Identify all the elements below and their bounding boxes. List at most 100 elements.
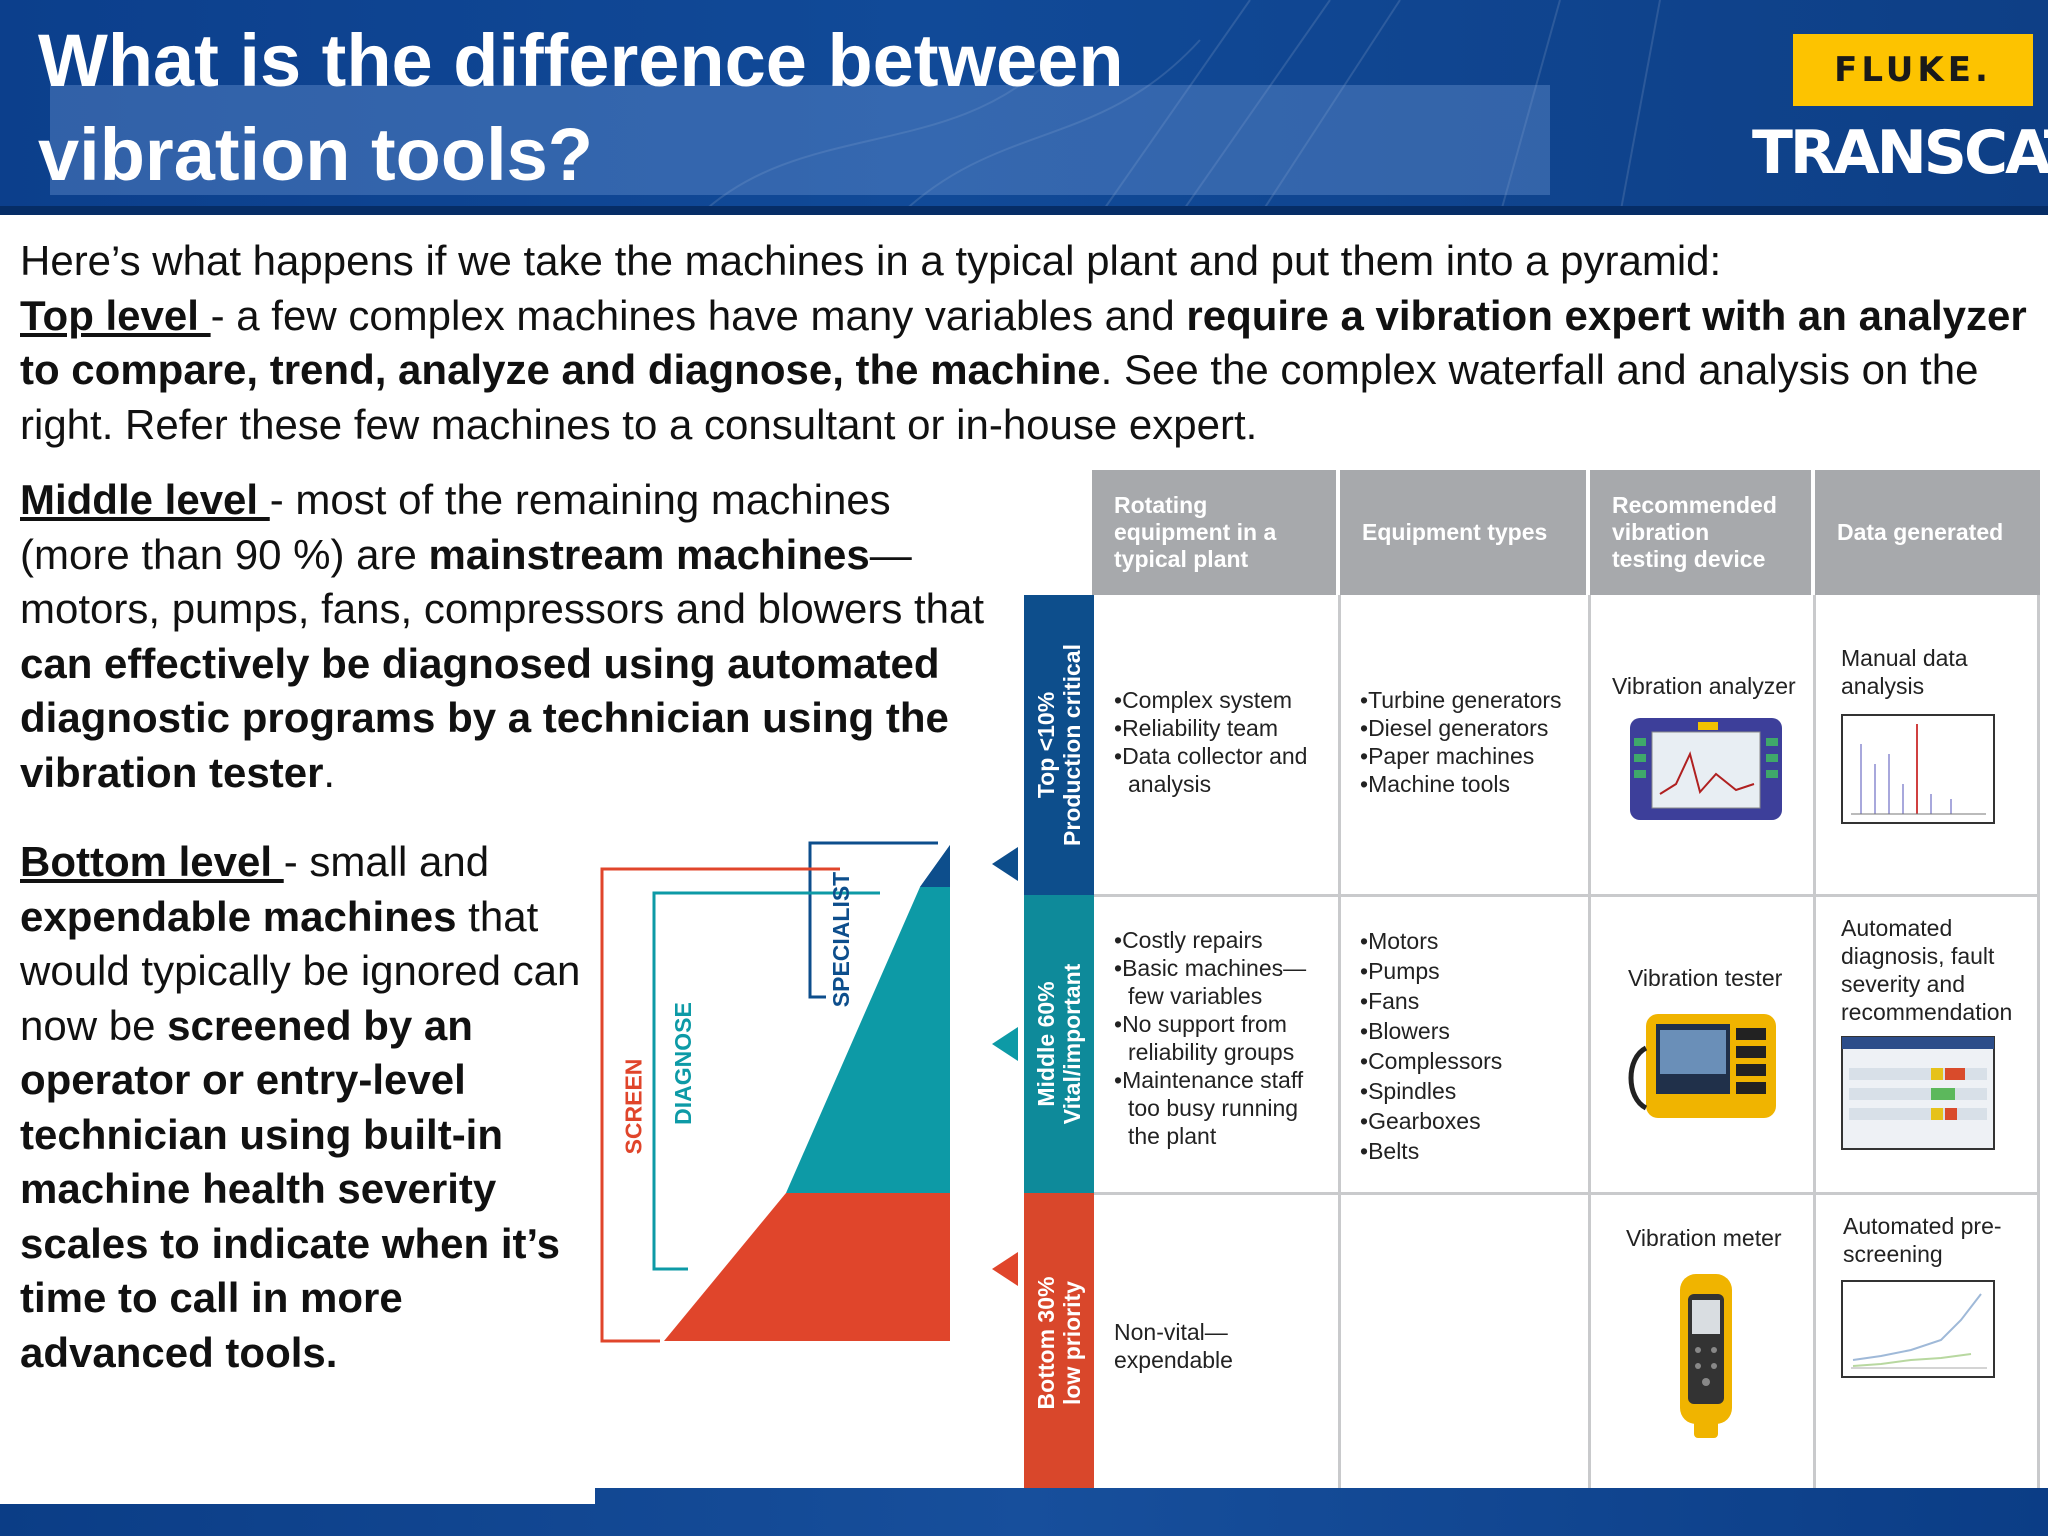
list-item: Turbine generators	[1360, 686, 1585, 714]
vibration-tester-image	[1628, 1014, 1776, 1118]
header-band: What is the difference between vibration…	[0, 0, 2048, 215]
transcat-logo: TRANSCAT	[1752, 118, 2048, 188]
header-background-pattern	[699, 0, 1661, 215]
list-item: No support from reliability groups	[1114, 1010, 1334, 1066]
header-highlight	[50, 85, 1550, 195]
list-item: Complessors	[1360, 1046, 1585, 1076]
header-data-generated: Data generated	[1815, 470, 2040, 595]
specialist-bracket	[808, 841, 938, 999]
header-divider	[0, 206, 2048, 215]
row-divider	[1092, 1192, 2040, 1195]
bottom-arrow	[992, 1252, 1018, 1286]
list-item: Paper machines	[1360, 742, 1585, 770]
screen-label: SCREEN	[620, 1058, 647, 1155]
header-rotating-equipment: Rotating equipment in a typical plant	[1092, 470, 1340, 595]
bottom-level-paragraph: Bottom level - small and expendable mach…	[20, 835, 595, 1380]
bottom-level-bold: expendable machines	[20, 892, 457, 940]
fluke-logo-text: FLUKE.	[1834, 50, 1992, 90]
automated-diagnosis-image	[1841, 1036, 1995, 1150]
middle-arrow	[992, 1027, 1018, 1061]
screen-bracket	[600, 867, 840, 1343]
top-arrow	[992, 847, 1018, 881]
middle-level-text: - most of the remaining machines (more t…	[20, 476, 891, 578]
header-equipment-types: Equipment types	[1340, 470, 1590, 595]
top-level-label: Top level	[20, 291, 211, 339]
list-item: Gearboxes	[1360, 1106, 1585, 1136]
bottom-priority-band: Bottom 30%low priority	[1024, 1193, 1094, 1492]
bottom-row-data: Automated pre-screening	[1843, 1213, 2002, 1267]
middle-priority-label: Middle 60%Vital/important	[1033, 964, 1085, 1125]
bottom-level-label: Bottom level	[20, 838, 284, 885]
middle-row-types: Motors Pumps Fans Blowers Complessors Sp…	[1360, 926, 1585, 1166]
intro-paragraph: Here’s what happens if we take the machi…	[20, 234, 2030, 452]
list-item: Blowers	[1360, 1016, 1585, 1046]
bottom-level-bold-2: screened by an operator or entry-level t…	[20, 1001, 560, 1376]
top-level-text-2: . See the complex waterfall and analysis…	[20, 346, 1979, 448]
top-band-line2: Production critical	[1059, 644, 1085, 846]
bottom-priority-label: Bottom 30%low priority	[1033, 1276, 1085, 1409]
top-level-bold: require a vibration expert with an analy…	[20, 291, 2027, 394]
specialist-label: SPECIALIST	[828, 871, 855, 1008]
top-row-plant: Complex system Reliability team Data col…	[1114, 686, 1334, 798]
diagnose-bracket	[652, 891, 880, 1271]
list-item: Fans	[1360, 986, 1585, 1016]
header-testing-device: Recommended vibration testing device	[1590, 470, 1815, 595]
pyramid-top-layer-upper	[920, 845, 950, 887]
vibration-analyzer-image	[1630, 718, 1782, 820]
list-item: Basic machines—few variables	[1114, 954, 1334, 1010]
middle-level-label: Middle level	[20, 476, 270, 523]
column-divider	[2037, 595, 2040, 1492]
column-divider	[1588, 595, 1591, 1492]
fluke-logo: FLUKE.	[1793, 34, 2033, 106]
bottom-row-device: Vibration meter	[1626, 1225, 1782, 1251]
list-item: Data collector and analysis	[1114, 742, 1334, 798]
bottom-band-line2: low priority	[1059, 1280, 1085, 1405]
list-item: Maintenance staff too busy running the p…	[1114, 1066, 1334, 1150]
column-divider	[1338, 595, 1341, 1492]
middle-level-bold: mainstream machines	[428, 530, 870, 578]
footer-notch	[0, 1488, 595, 1504]
list-item: Motors	[1360, 926, 1585, 956]
diagnose-label: DIAGNOSE	[669, 1002, 696, 1125]
middle-level-text-2: —motors, pumps, fans, compressors and bl…	[20, 530, 985, 633]
pyramid-middle-layer	[786, 887, 950, 1193]
middle-row-plant: Costly repairs Basic machines—few variab…	[1114, 926, 1334, 1150]
middle-level-paragraph: Middle level - most of the remaining mac…	[20, 473, 1000, 800]
middle-band-line1: Middle 60%	[1033, 981, 1059, 1107]
title-line-2: vibration tools?	[38, 113, 593, 196]
middle-row-data: Automated diagnosis, fault severity and …	[1841, 915, 2013, 1025]
middle-band-line2: Vital/important	[1059, 963, 1085, 1125]
top-row-data: Manual data analysis	[1841, 645, 1968, 699]
bottom-level-text: - small and	[283, 838, 490, 885]
list-item: Costly repairs	[1114, 926, 1334, 954]
list-item: Belts	[1360, 1136, 1585, 1166]
bottom-level-text-2: that would typically be ignored can now …	[20, 892, 581, 1049]
row-divider	[1092, 894, 2040, 897]
list-item: Diesel generators	[1360, 714, 1585, 742]
list-item: Machine tools	[1360, 770, 1585, 798]
pyramid-diagram	[600, 841, 950, 1343]
top-level-text: - a few complex machines have many varia…	[210, 291, 1187, 339]
top-priority-band: Top <10%Production critical	[1024, 595, 1094, 895]
middle-row-device: Vibration tester	[1628, 965, 1783, 991]
middle-level-text-3: .	[323, 748, 336, 796]
vibration-tools-table: Rotating equipment in a typical plant Eq…	[1092, 470, 2040, 1492]
pyramid-bottom-layer	[664, 1193, 950, 1341]
page-title: What is the difference between vibration…	[38, 14, 1338, 202]
top-row-types: Turbine generators Diesel generators Pap…	[1360, 686, 1585, 798]
manual-analysis-image	[1841, 714, 1995, 824]
list-item: Pumps	[1360, 956, 1585, 986]
bottom-row-plant: Non-vital—expendable	[1114, 1319, 1233, 1373]
list-item: Spindles	[1360, 1076, 1585, 1106]
middle-priority-band: Middle 60%Vital/important	[1024, 895, 1094, 1193]
top-priority-label: Top <10%Production critical	[1033, 644, 1085, 846]
column-divider	[1813, 595, 1816, 1492]
vibration-meter-image	[1680, 1274, 1732, 1438]
top-band-line1: Top <10%	[1033, 691, 1059, 799]
list-item: Complex system	[1114, 686, 1334, 714]
bottom-band-line1: Bottom 30%	[1033, 1276, 1059, 1409]
list-item: Reliability team	[1114, 714, 1334, 742]
title-line-1: What is the difference between	[38, 19, 1124, 102]
pre-screening-image	[1841, 1280, 1995, 1378]
intro-line: Here’s what happens if we take the machi…	[20, 237, 1722, 284]
